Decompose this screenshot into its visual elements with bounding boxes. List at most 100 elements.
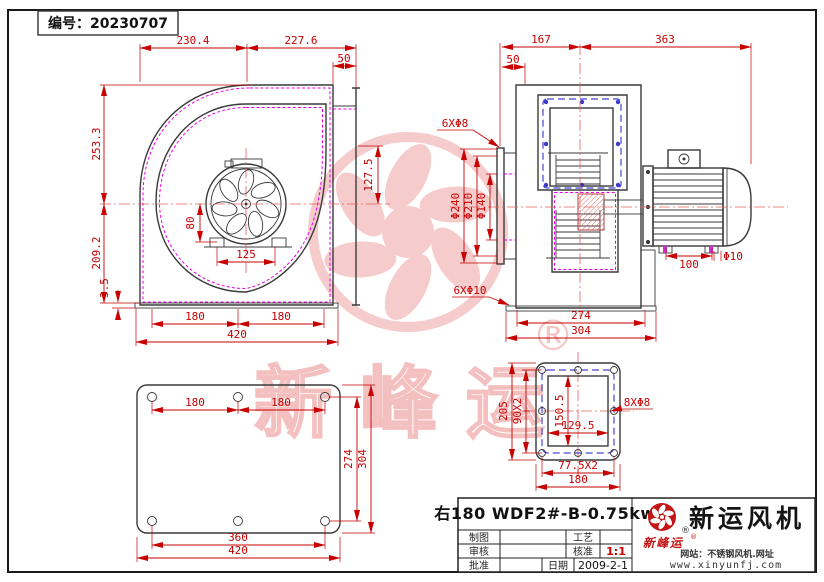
section-extension-lines [437, 43, 752, 342]
inlet-collar-flange [496, 147, 505, 265]
logo-center [660, 515, 664, 519]
terminal-box-cap [678, 153, 690, 165]
watermark-petal [324, 241, 397, 278]
flange-outline [535, 362, 621, 461]
dim-text: 304 [571, 324, 591, 337]
vent-petal [237, 169, 255, 195]
dim-text: 420 [228, 544, 248, 557]
section-view: 167 363 50 6XΦ8 6XΦ10 Φ240 Φ210 Φ140 100… [437, 33, 788, 342]
inlet-cover [204, 158, 292, 248]
company-logo-icon [648, 503, 676, 531]
dim-text: Φ10 [723, 250, 743, 263]
vent-petal [225, 213, 247, 235]
watermark: ® 新峰运 [253, 132, 574, 450]
flange-bolt-pattern [541, 369, 615, 454]
dim-text: 230.4 [176, 34, 209, 47]
title-block-grid [458, 498, 633, 572]
section-base-plate-edge [505, 305, 657, 312]
dim-text: 209.2 [90, 236, 103, 269]
base-plate-outline [136, 384, 341, 534]
logo-petal [664, 516, 672, 526]
date-value: 2009-2-1 [578, 559, 628, 572]
model-designation: 右180 WDF2#-B-0.75kw [434, 504, 655, 523]
company-name: 新运风机 [689, 504, 805, 533]
label-process: 工艺 [573, 532, 593, 544]
bolt-note-text: 6XΦ10 [453, 284, 486, 297]
flange-bolt [646, 240, 650, 244]
dim-text: Φ240 [449, 193, 462, 220]
vent-petal [250, 181, 276, 199]
dim-text: 125 [236, 248, 256, 261]
volute-housing [139, 84, 334, 306]
title-block: 右180 WDF2#-B-0.75kw 制图 工艺 审核 核准 1:1 批准 日… [434, 497, 816, 573]
vent-petal [211, 201, 238, 217]
label-check: 审核 [469, 545, 489, 558]
terminal-box [667, 149, 701, 169]
drawing-border [7, 9, 817, 573]
watermark-petal [419, 186, 492, 223]
label-date: 日期 [548, 560, 568, 572]
vent-petal [255, 199, 280, 219]
dim-text: 180 [185, 310, 205, 323]
logo-registered-mark: ® [681, 526, 690, 536]
doc-number-box [37, 10, 179, 36]
inlet-cut-lines [504, 173, 516, 241]
dim-text: 274 [342, 449, 355, 469]
brand-script-registered: ® [690, 533, 697, 541]
vent-petal [219, 178, 239, 202]
dim-text: 180 [568, 473, 588, 486]
watermark-petal [431, 227, 481, 292]
scroll-view: 230.4 227.6 50 253.3 209.2 3.5 80 125 12… [90, 34, 390, 346]
logo-petal [663, 510, 674, 516]
dim-text: 227.6 [284, 34, 317, 47]
scroll-centerlines [100, 148, 390, 275]
dim-text: 363 [655, 33, 675, 46]
terminal-box-dot [682, 157, 686, 161]
watermark-petal [384, 144, 432, 210]
dim-text: 80 [184, 216, 197, 229]
doc-number-text: 编号：20230707 [48, 15, 168, 32]
watermark-petal [384, 254, 432, 320]
logo-petal [652, 508, 660, 518]
logo-petal [650, 518, 661, 524]
dim-text: 3.5 [98, 278, 111, 298]
foot-slot [663, 246, 667, 253]
dim-text: 180 [185, 396, 205, 409]
watermark-pinwheel-icon [324, 144, 492, 320]
motor-end-cap [722, 167, 752, 247]
motor-mount-top [230, 158, 263, 169]
outlet-bolt-holes [543, 99, 621, 188]
dim-text: Φ210 [462, 193, 475, 220]
dim-text: 420 [227, 328, 247, 341]
section-centerlines [450, 44, 788, 316]
dim-text: 304 [356, 449, 369, 469]
dim-text: Φ140 [475, 193, 488, 220]
dim-text: 77.5X2 [558, 459, 598, 472]
bolt-note-text: 8XΦ8 [624, 396, 651, 409]
motor [640, 149, 752, 307]
impeller-hub [577, 193, 605, 231]
inlet-collar-edges [504, 152, 516, 260]
label-approve: 核准 [573, 545, 593, 558]
outlet-flange-view: 205 90X2 150.5 129.5 8XΦ8 77.5X2 180 [497, 352, 653, 491]
scroll-dimension-lines [101, 45, 381, 345]
cover-foot-left [209, 237, 225, 248]
hub-center [244, 202, 248, 206]
scroll-extension-lines [100, 44, 383, 346]
dim-text: 167 [531, 33, 551, 46]
flange-bolt [646, 170, 650, 174]
dim-text: 360 [228, 531, 248, 544]
watermark-hub [382, 206, 434, 258]
vent-petal [247, 210, 264, 237]
section-dimension-lines [461, 44, 752, 341]
scale-value: 1:1 [606, 545, 626, 558]
logo-petal [658, 504, 666, 515]
watermark-registered-mark: ® [532, 311, 574, 360]
company-url: www.xinyunfj.com [670, 560, 782, 571]
dim-text: 253.3 [90, 127, 103, 160]
flange-opening [547, 375, 609, 447]
watermark-petal [335, 172, 385, 237]
brand-script-text: 新峰运 [643, 536, 684, 550]
